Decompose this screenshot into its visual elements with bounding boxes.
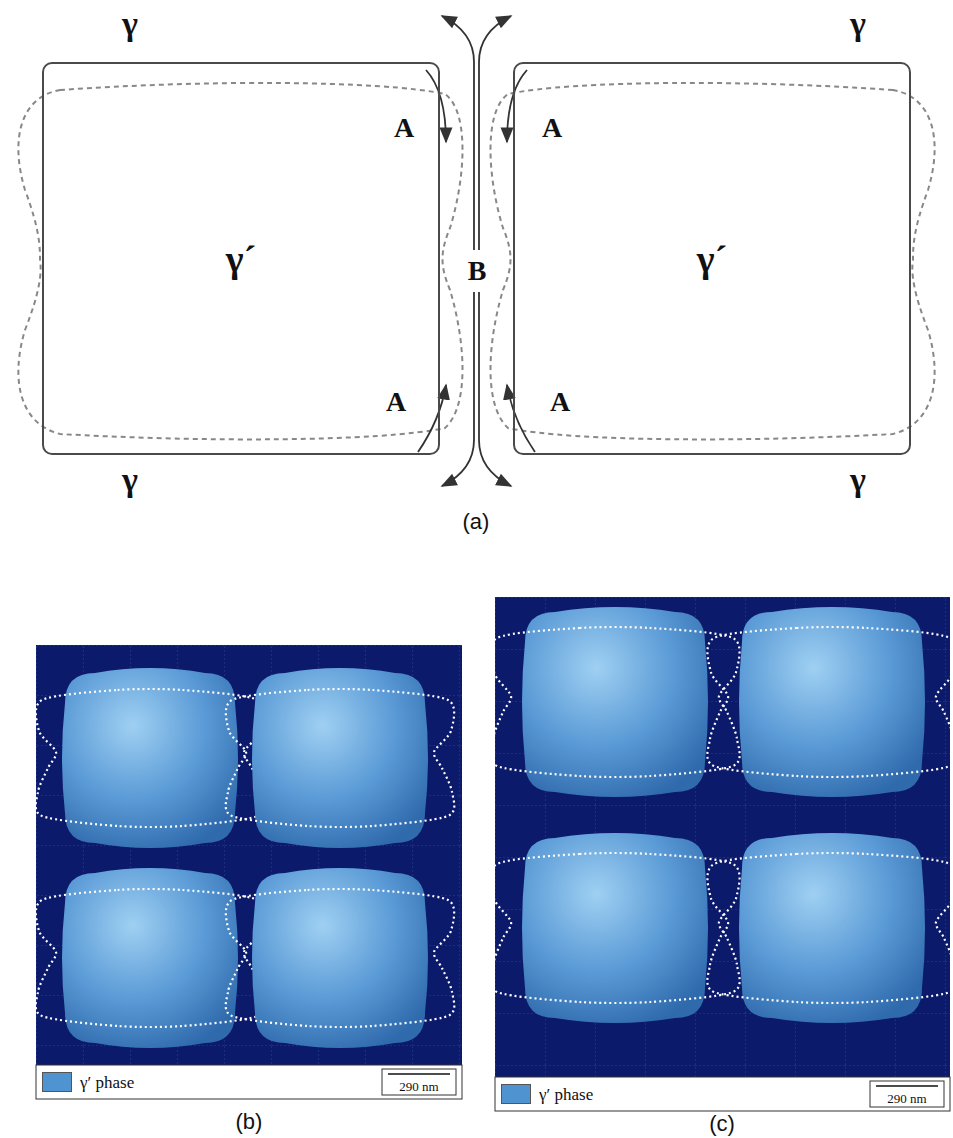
legend-swatch [501,1084,531,1104]
phase-label: γ´ [226,237,256,281]
flow-arrow [418,385,446,452]
precipitate-box: γ´ [513,62,911,455]
gamma-prime-cube [739,833,925,1023]
scale-box [870,1081,944,1107]
rafted-outline [36,889,265,1027]
gamma-prime-cube [62,868,238,1048]
precipitate [707,607,953,797]
grid [495,597,950,1077]
flow-arrow [507,70,527,142]
rafted-outline [18,83,462,439]
panel-caption: (c) [709,1113,735,1135]
rafted-outline [707,853,953,1003]
matrix-ground [36,645,462,1065]
phase-label: γ [122,7,138,41]
gamma-prime-cube [522,833,708,1023]
flow-arrow [442,16,474,250]
scale-box [382,1069,456,1095]
gamma-prime-cube [522,607,708,797]
precipitate [226,868,455,1048]
legend-strip [36,1065,462,1099]
precipitate [707,833,953,1023]
rafted-outline [226,889,455,1027]
precipitate-box: γ´ [42,62,440,455]
scale-bar [876,1085,938,1087]
legend-swatch [42,1072,72,1092]
scale-bar [388,1073,450,1075]
flow-arrow [479,16,511,250]
flow-label: A [550,388,570,416]
precipitate [226,668,455,848]
precipitate [36,868,265,1048]
rafted-outline [707,627,953,777]
rafted-outline [490,627,739,777]
matrix-ground [495,597,950,1077]
flow-arrow [507,385,535,452]
phase-label: γ´ [697,237,727,281]
precipitate [36,668,265,848]
gamma-prime-cube [739,607,925,797]
phase-label: γ [122,463,138,497]
legend-entry: γ′ phase [42,1072,242,1092]
legend-strip [495,1077,950,1111]
phase-label: γ [850,463,866,497]
rafted-outline [490,853,739,1003]
legend-entry: γ′ phase [501,1084,701,1104]
flow-arrow [442,292,474,486]
panel-b [36,645,462,1099]
panel-a [18,16,934,486]
rafted-outline [36,689,265,827]
grid [36,645,462,1065]
legend-text: γ′ phase [80,1074,134,1091]
scale-text: 290 nm [887,1092,926,1105]
scale-text: 290 nm [399,1080,438,1093]
flow-label: A [394,114,414,142]
gamma-prime-cube [252,868,428,1048]
flow-arrow [479,292,511,486]
panel-caption: (a) [463,511,490,533]
flow-label: B [468,257,487,285]
rafted-outline [491,83,935,439]
gamma-prime-cube [252,668,428,848]
phase-label: γ [850,7,866,41]
flow-arrow [426,70,446,142]
panel-c [490,597,953,1111]
panel-caption: (b) [236,1111,263,1133]
precipitate [490,607,739,797]
rafted-outline [226,689,455,827]
gamma-prime-cube [62,668,238,848]
flow-label: A [386,388,406,416]
legend-text: γ′ phase [539,1086,593,1103]
flow-label: A [542,114,562,142]
precipitate [490,833,739,1023]
